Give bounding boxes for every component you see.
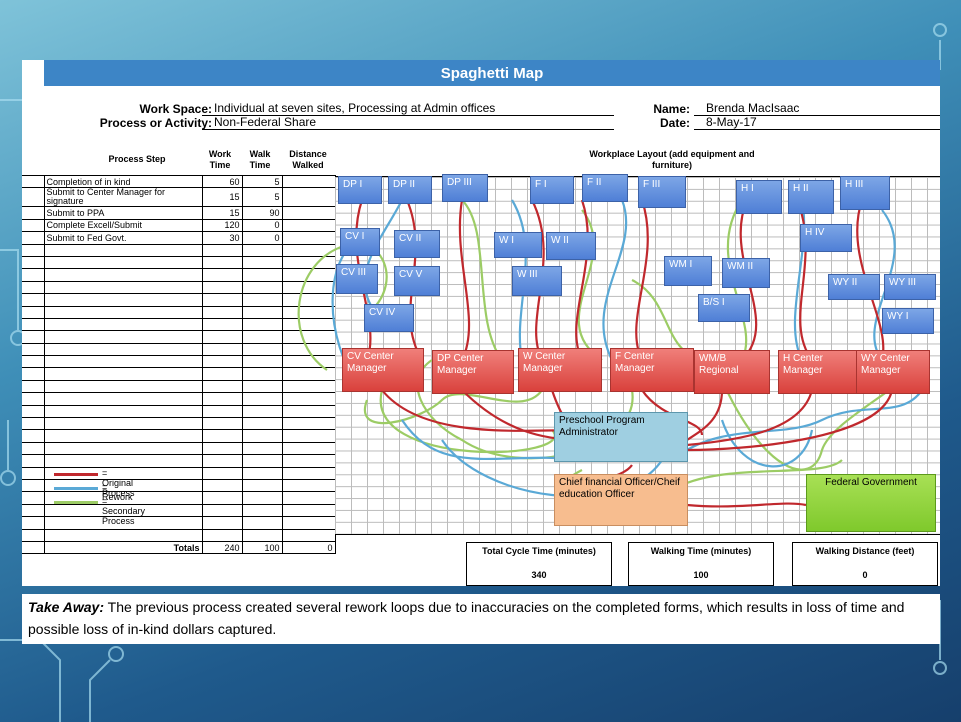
summary-value: 100	[693, 570, 709, 580]
summary-label: Total Cycle Time (minutes)	[482, 546, 596, 556]
totals-label: Totals	[43, 540, 203, 555]
step-name: Submit to Fed Govt.	[43, 231, 203, 245]
legend-label: = Original Process	[102, 468, 135, 498]
center-manager-box: CV Center Manager	[342, 348, 424, 392]
name-label: Name:	[653, 102, 690, 116]
program-administrator-box: Preschool Program Administrator	[554, 412, 688, 462]
sheet-title: Spaghetti Map	[44, 60, 940, 86]
workstation-box: CV I	[340, 228, 380, 256]
workstation-box: DP II	[388, 176, 432, 204]
workstation-box: DP I	[338, 176, 382, 204]
table-row	[22, 243, 336, 257]
distance-cell	[281, 231, 336, 245]
workstation-box: WY II	[828, 274, 880, 300]
workstation-box: WY I	[882, 308, 934, 334]
workstation-box: WM I	[664, 256, 712, 286]
center-manager-box: WM/B Regional	[694, 350, 770, 394]
date-label: Date:	[659, 116, 690, 130]
table-row	[22, 491, 336, 505]
center-manager-box: W Center Manager	[518, 348, 602, 392]
distance-cell	[281, 174, 336, 189]
summary-box: Total Cycle Time (minutes) 340	[466, 542, 612, 586]
table-row	[22, 293, 336, 307]
walk-time-cell: 90	[241, 206, 283, 220]
total-distance: 0	[281, 540, 336, 555]
legend-swatch	[54, 487, 98, 490]
distance-header: Distance Walked	[289, 149, 327, 170]
workstation-box: H IV	[800, 224, 852, 252]
summary-value: 0	[862, 570, 868, 580]
table-row	[22, 454, 336, 468]
federal-government-box: Federal Government	[806, 474, 936, 532]
legend-swatch	[54, 501, 98, 504]
table-row	[22, 280, 336, 295]
workstation-box: WY III	[884, 274, 936, 300]
work-time-cell: 30	[201, 231, 243, 245]
workplace-layout-header: Workplace Layout (add equipment and furn…	[589, 149, 755, 170]
workstation-box: CV III	[336, 264, 378, 294]
workstation-box: H I	[736, 180, 782, 214]
center-manager-box: DP Center Manager	[432, 350, 514, 394]
walk-time-header: Walk Time	[249, 149, 271, 170]
workstation-box: W I	[494, 232, 542, 258]
workstation-box: W II	[546, 232, 596, 260]
workstation-box: B/S I	[698, 294, 750, 322]
workstation-box: F II	[582, 174, 628, 202]
workstation-box: F III	[638, 176, 686, 208]
date-value: 8-May-17	[694, 115, 940, 130]
workstation-box: F I	[530, 176, 574, 204]
walk-time-cell: 0	[241, 231, 283, 245]
process-label: Process or Activity:	[99, 116, 212, 130]
cfo-box: Chief financial Officer/Cheif education …	[554, 474, 688, 526]
workstation-box: W III	[512, 266, 562, 296]
spaghetti-paths	[297, 199, 923, 511]
work-time-cell: 120	[201, 218, 243, 233]
workstation-box: H III	[840, 176, 890, 210]
table-row	[22, 503, 336, 518]
legend-swatch	[54, 473, 98, 476]
table-row	[22, 528, 336, 542]
distance-cell	[281, 206, 336, 220]
process-step-header: Process Step	[108, 154, 166, 164]
process-value: Non-Federal Share	[202, 115, 614, 130]
summary-label: Walking Time (minutes)	[650, 546, 752, 556]
workstation-box: H II	[788, 180, 834, 214]
walk-time-cell: 5	[241, 174, 283, 189]
spaghetti-sheet: Spaghetti Map Work Space: Individual at …	[22, 60, 940, 586]
summary-box: Walking Time (minutes) 100	[628, 542, 774, 586]
total-work-time: 240	[201, 540, 243, 555]
workstation-box: CV IV	[364, 304, 414, 332]
name-value: Brenda MacIsaac	[694, 101, 940, 116]
summary-value: 340	[531, 570, 547, 580]
takeaway-box: Take Away: The previous process created …	[22, 594, 940, 644]
center-manager-box: H Center Manager	[778, 350, 858, 394]
legend-label: = Rework	[102, 482, 133, 502]
distance-cell	[281, 218, 336, 233]
summary-box: Walking Distance (feet) 0	[792, 542, 938, 586]
work-space-label: Work Space:	[139, 102, 212, 116]
takeaway-text: The previous process created several rew…	[28, 599, 905, 637]
table-row	[22, 355, 336, 369]
workstation-box: DP III	[442, 174, 488, 202]
work-time-header: Work Time	[208, 149, 232, 170]
workstation-box: CV II	[394, 230, 440, 258]
summary-label: Walking Distance (feet)	[815, 546, 915, 556]
workstation-box: WM II	[722, 258, 770, 288]
step-name: Completion of in kind	[43, 174, 203, 189]
takeaway-lead: Take Away:	[28, 599, 104, 615]
center-manager-box: WY Center Manager	[856, 350, 930, 394]
center-manager-box: F Center Manager	[610, 348, 694, 392]
work-space-value: Individual at seven sites, Processing at…	[202, 101, 614, 116]
table-row	[22, 367, 336, 381]
legend-label: = Secondary Process	[102, 496, 146, 526]
table-row	[22, 516, 336, 530]
workstation-box: CV V	[394, 266, 440, 296]
